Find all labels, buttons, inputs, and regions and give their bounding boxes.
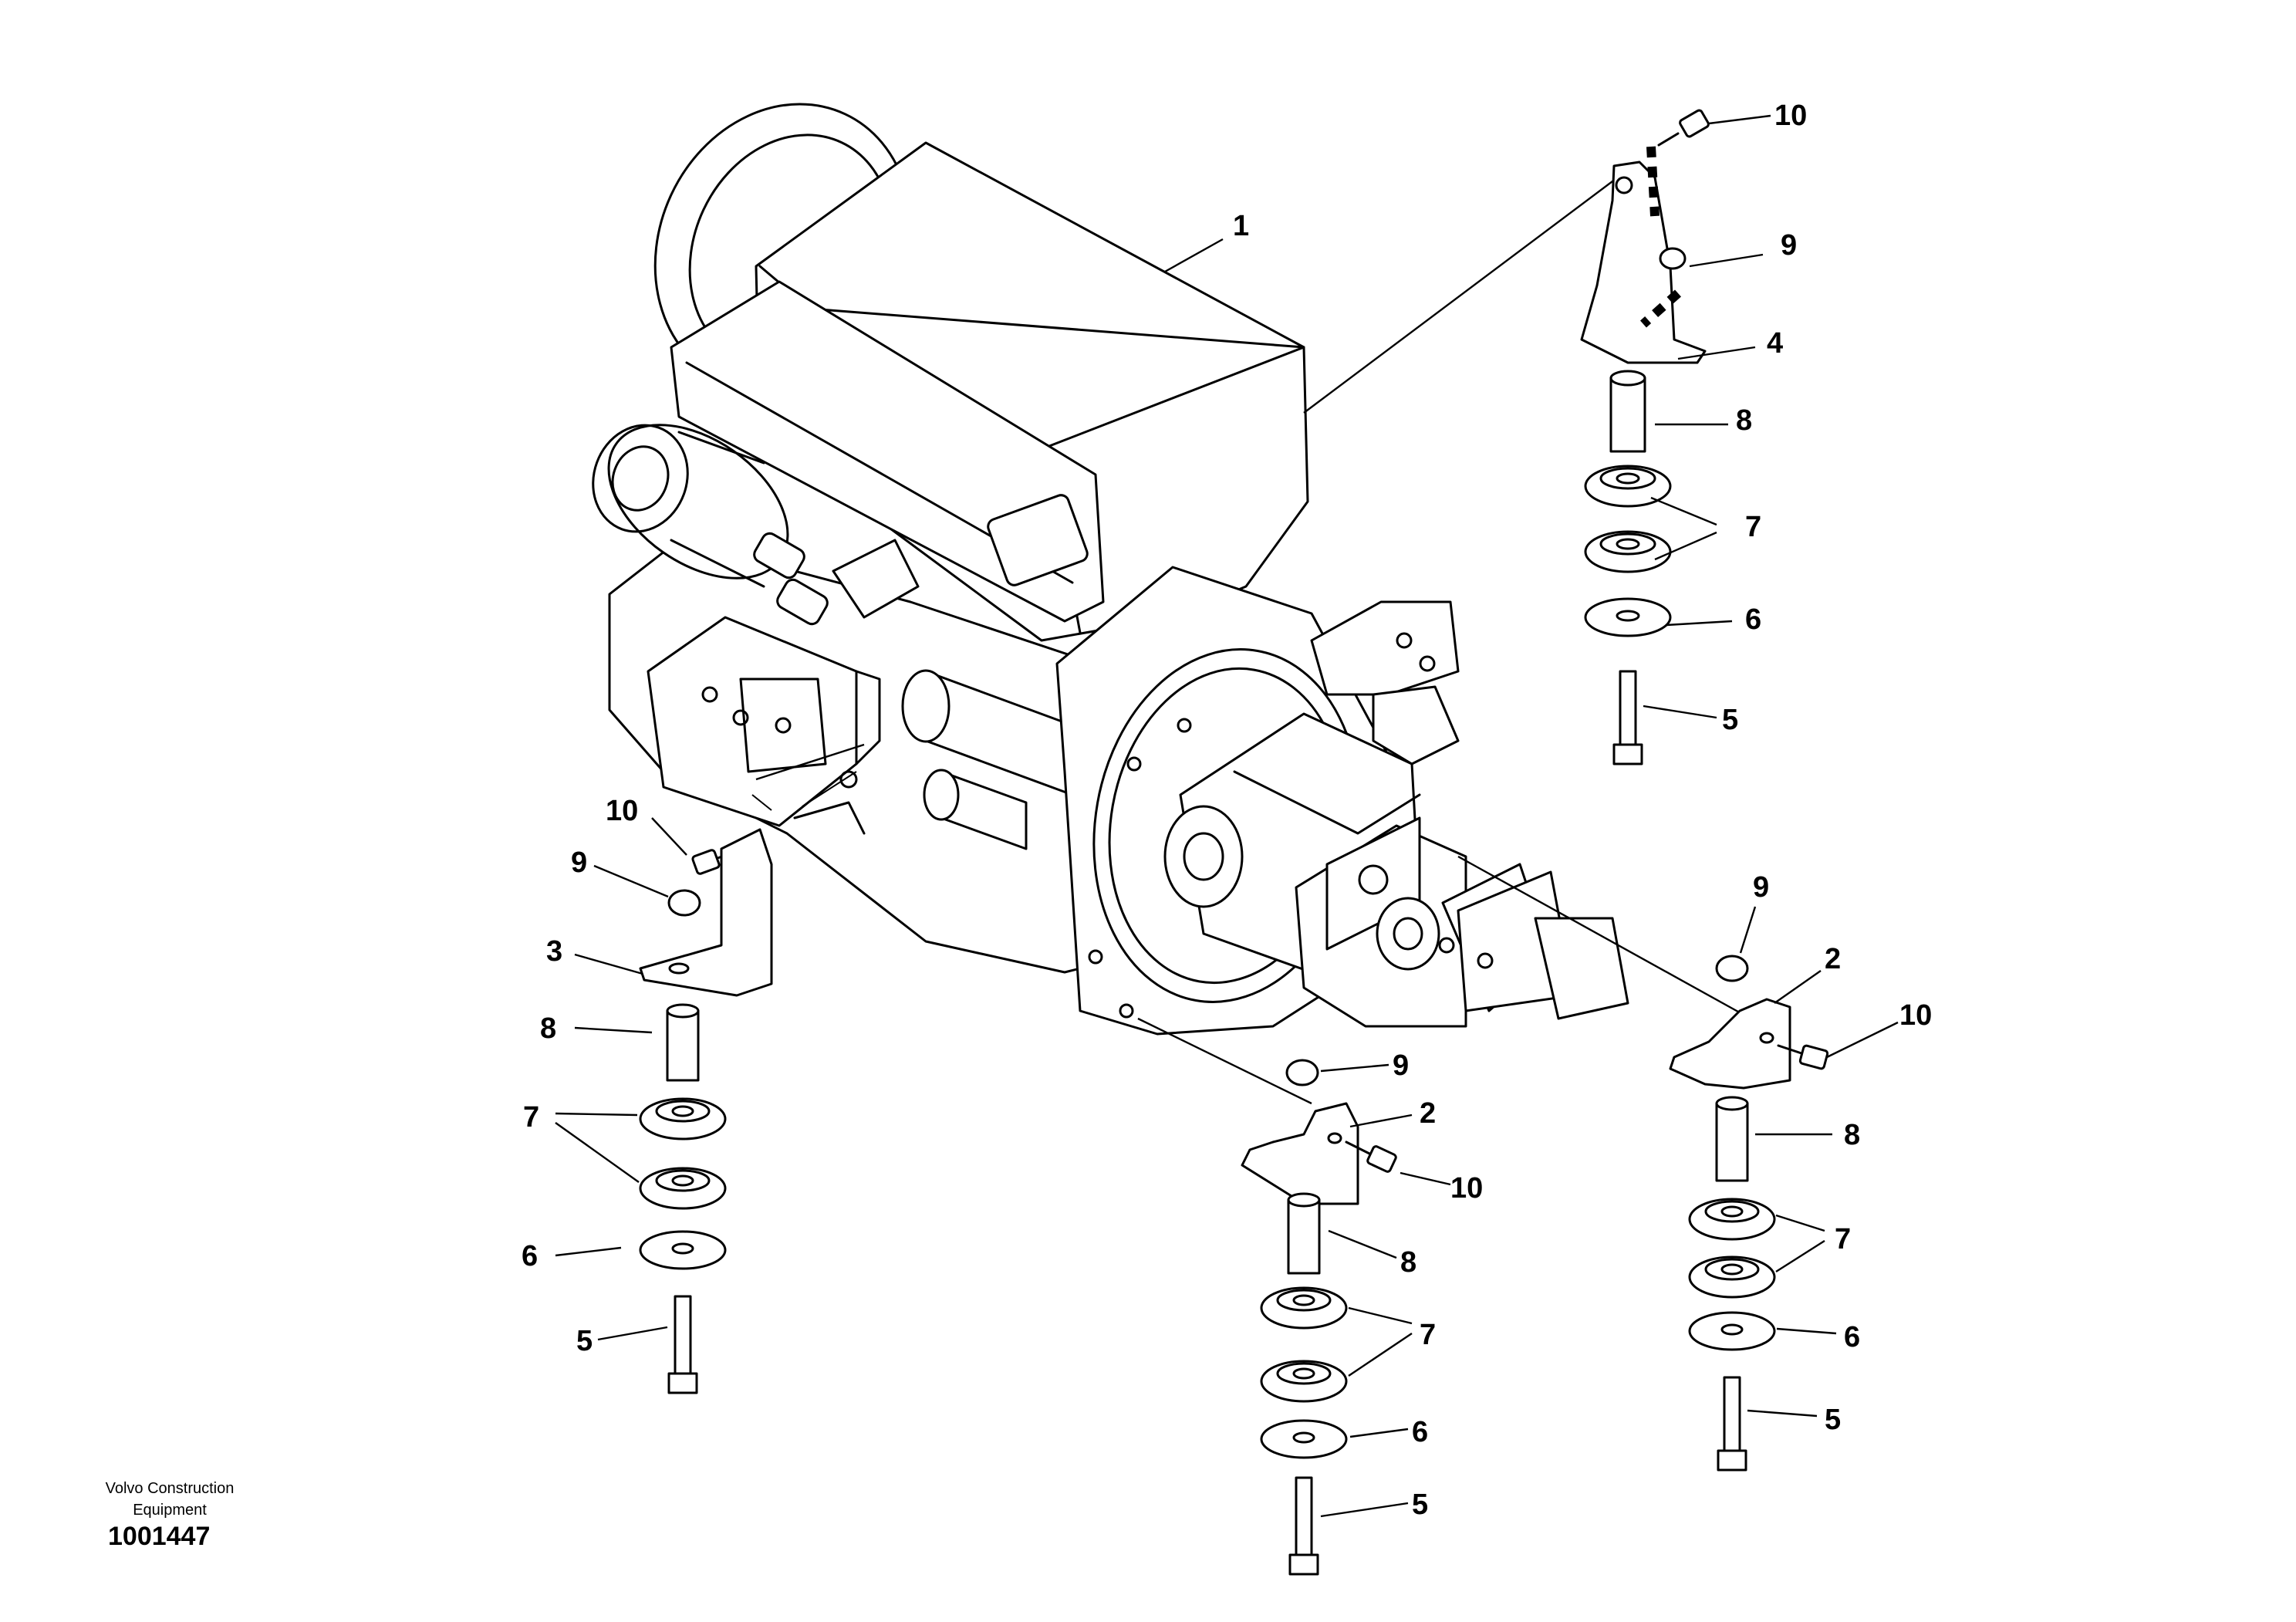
- nut-right: [1715, 955, 1749, 982]
- long-bolt-right: [1723, 1376, 1741, 1452]
- callout-1-engine: 1: [1233, 210, 1249, 242]
- nut-left: [667, 889, 701, 917]
- callout-8-center: 8: [1400, 1246, 1416, 1279]
- callout-2-right: 2: [1825, 943, 1841, 975]
- washer-center: [1260, 1419, 1348, 1459]
- callout-6-left: 6: [522, 1240, 538, 1272]
- bolt-top: [1657, 109, 1710, 147]
- callout-7-left: 7: [523, 1101, 539, 1134]
- callout-10-right: 10: [1899, 999, 1932, 1032]
- washer-left: [639, 1230, 727, 1270]
- mount-stack-center: [1241, 1059, 1397, 1576]
- washer-top: [1584, 597, 1672, 637]
- callout-10-top: 10: [1774, 100, 1807, 132]
- side-pump: [647, 616, 881, 827]
- intake-housing: [670, 141, 1309, 642]
- callout-5-center: 5: [1412, 1489, 1428, 1521]
- engine-side-bracket: [793, 771, 866, 835]
- washer-right: [1688, 1311, 1776, 1351]
- callout-9-left: 9: [571, 846, 587, 879]
- callout-10-center: 10: [1450, 1172, 1483, 1205]
- bracket-4: [1580, 161, 1707, 364]
- bracket-2-center: [1241, 1102, 1359, 1205]
- callout-8-left: 8: [540, 1012, 556, 1045]
- callout-6-center: 6: [1412, 1416, 1428, 1448]
- mount-stack-top-right: [1580, 109, 1710, 765]
- callout-8-top: 8: [1736, 404, 1752, 437]
- callout-4-top: 4: [1767, 327, 1783, 360]
- callout-5-top: 5: [1722, 704, 1738, 736]
- callout-7-center: 7: [1420, 1319, 1436, 1351]
- brand-line-1: Volvo Construction: [105, 1480, 235, 1497]
- nut-top: [1659, 247, 1687, 270]
- bolt-right: [1777, 1044, 1829, 1070]
- spacer-top: [1609, 377, 1646, 453]
- callout-8-right: 8: [1844, 1119, 1860, 1151]
- engine-assembly: [592, 103, 1629, 1036]
- bracket-2-right: [1669, 998, 1791, 1090]
- assembly-lines: [755, 169, 1744, 1105]
- callout-7-top: 7: [1745, 511, 1761, 543]
- callout-9-right: 9: [1753, 871, 1769, 904]
- callout-6-top: 6: [1745, 603, 1761, 636]
- bolt-center: [1345, 1140, 1397, 1173]
- mount-stack-right: [1669, 955, 1829, 1472]
- alternator: [592, 424, 789, 588]
- hose-fittings: [753, 532, 920, 626]
- long-bolt-center: [1295, 1476, 1313, 1556]
- long-bolt-left: [674, 1295, 692, 1375]
- callout-2-center: 2: [1420, 1097, 1436, 1130]
- spacer-left: [666, 1009, 700, 1082]
- top-elbow-fitting: [1310, 600, 1460, 765]
- callout-6-right: 6: [1844, 1321, 1860, 1353]
- brand-caption: Volvo Construction Equipment: [54, 1478, 285, 1521]
- spacer-right: [1715, 1102, 1749, 1182]
- nut-center: [1285, 1059, 1319, 1086]
- document-number: 1001447: [108, 1522, 211, 1551]
- callout-10-left: 10: [606, 795, 638, 827]
- spacer-center: [1287, 1198, 1321, 1275]
- callout-5-right: 5: [1825, 1404, 1841, 1436]
- gear-pump: [1295, 816, 1629, 1028]
- long-bolt-top: [1619, 670, 1637, 746]
- mount-stack-left: [639, 794, 773, 1394]
- callout-labels: 1 10 9 4 8 7 6 5 10 9 3 8 7 6 5 9 2 10 8…: [522, 100, 1932, 1521]
- callout-7-right: 7: [1835, 1223, 1851, 1255]
- oil-filters: [901, 669, 1074, 850]
- bracket-3: [639, 828, 773, 997]
- callout-3-left: 3: [546, 935, 562, 968]
- callout-5-left: 5: [576, 1325, 593, 1357]
- leader-lines: [555, 114, 1899, 1518]
- callout-9-top: 9: [1781, 229, 1797, 262]
- callout-9-center: 9: [1393, 1049, 1409, 1082]
- brand-line-2: Equipment: [133, 1502, 207, 1519]
